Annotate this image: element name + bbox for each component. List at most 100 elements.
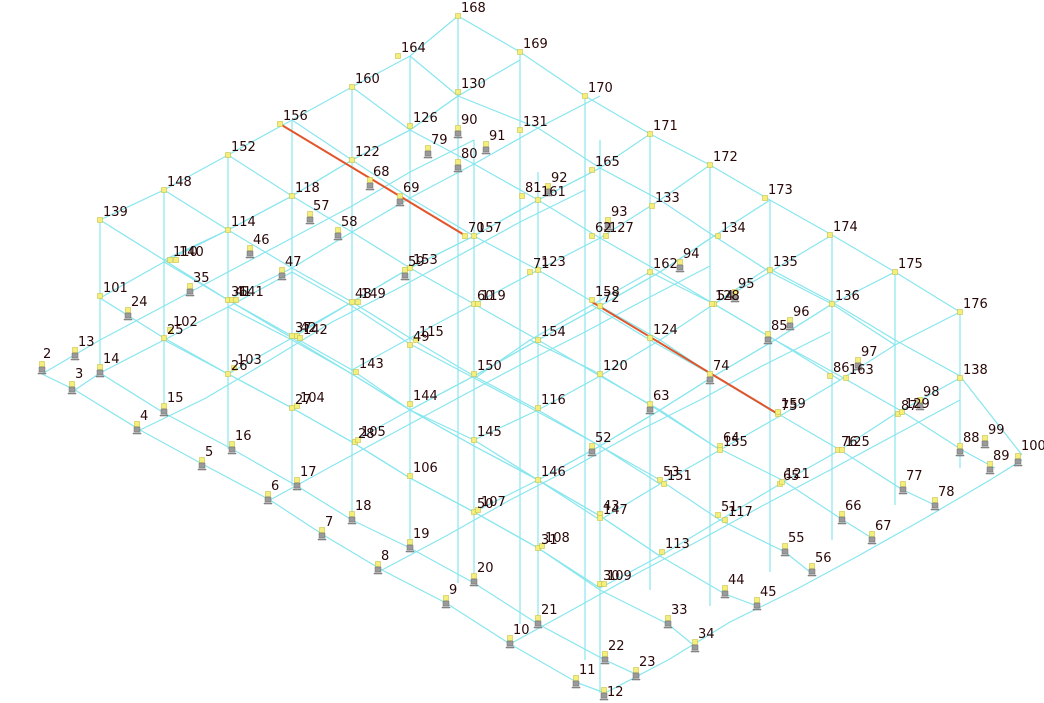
node-marker-icon[interactable] <box>294 477 300 483</box>
node-marker-icon[interactable] <box>829 301 835 307</box>
node-marker-icon[interactable] <box>319 527 325 533</box>
node-marker-icon[interactable] <box>603 233 609 239</box>
node-marker-icon[interactable] <box>134 421 140 427</box>
ground-line[interactable] <box>269 265 711 501</box>
node-marker-icon[interactable] <box>787 317 793 323</box>
node-marker-icon[interactable] <box>767 267 773 273</box>
node-marker-icon[interactable] <box>535 337 541 343</box>
node-marker-icon[interactable] <box>471 371 477 377</box>
ground-line[interactable] <box>163 306 758 607</box>
fixed-support-icon[interactable] <box>600 656 610 665</box>
node-marker-icon[interactable] <box>535 477 541 483</box>
fixed-support-icon[interactable] <box>95 369 105 378</box>
fixed-support-icon[interactable] <box>985 466 995 475</box>
node-marker-icon[interactable] <box>633 667 639 673</box>
ground-line[interactable] <box>604 459 1023 694</box>
node-marker-icon[interactable] <box>455 159 461 165</box>
fixed-support-icon[interactable] <box>481 146 491 155</box>
node-marker-icon[interactable] <box>539 543 545 549</box>
fixed-support-icon[interactable] <box>955 448 965 457</box>
ground-line[interactable] <box>591 271 996 469</box>
fixed-support-icon[interactable] <box>587 448 597 457</box>
node-marker-icon[interactable] <box>545 183 551 189</box>
ground-line[interactable] <box>41 139 475 375</box>
fixed-support-icon[interactable] <box>197 462 207 471</box>
node-marker-icon[interactable] <box>407 265 413 271</box>
node-marker-icon[interactable] <box>647 401 653 407</box>
fixed-support-icon[interactable] <box>159 408 169 417</box>
node-marker-icon[interactable] <box>601 581 607 587</box>
fixed-support-icon[interactable] <box>631 672 641 681</box>
node-marker-icon[interactable] <box>665 615 671 621</box>
node-marker-icon[interactable] <box>917 397 923 403</box>
fixed-support-icon[interactable] <box>763 336 773 345</box>
fixed-support-icon[interactable] <box>690 644 700 653</box>
node-marker-icon[interactable] <box>407 539 413 545</box>
node-marker-icon[interactable] <box>471 233 477 239</box>
node-marker-icon[interactable] <box>839 447 845 453</box>
node-marker-icon[interactable] <box>839 511 845 517</box>
node-marker-icon[interactable] <box>659 549 665 555</box>
node-marker-icon[interactable] <box>765 331 771 337</box>
node-marker-icon[interactable] <box>597 515 603 521</box>
node-marker-icon[interactable] <box>161 335 167 341</box>
node-marker-icon[interactable] <box>715 233 721 239</box>
fixed-support-icon[interactable] <box>930 502 940 511</box>
node-marker-icon[interactable] <box>779 479 785 485</box>
node-marker-icon[interactable] <box>475 507 481 513</box>
node-marker-icon[interactable] <box>722 517 728 523</box>
fixed-support-icon[interactable] <box>245 250 255 259</box>
fixed-support-icon[interactable] <box>67 386 77 395</box>
node-marker-icon[interactable] <box>707 371 713 377</box>
fixed-support-icon[interactable] <box>599 692 609 701</box>
node-marker-icon[interactable] <box>932 497 938 503</box>
node-marker-icon[interactable] <box>125 307 131 313</box>
node-marker-icon[interactable] <box>367 177 373 183</box>
node-marker-icon[interactable] <box>722 585 728 591</box>
node-marker-icon[interactable] <box>462 233 468 239</box>
roof-line[interactable] <box>409 55 896 346</box>
fixed-support-icon[interactable] <box>305 216 315 225</box>
fixed-support-icon[interactable] <box>400 272 410 281</box>
node-marker-icon[interactable] <box>413 337 419 343</box>
node-marker-icon[interactable] <box>507 635 513 641</box>
node-marker-icon[interactable] <box>605 217 611 223</box>
node-marker-icon[interactable] <box>402 267 408 273</box>
fixed-support-icon[interactable] <box>185 288 195 297</box>
fixed-support-icon[interactable] <box>980 440 990 449</box>
fixed-support-icon[interactable] <box>752 602 762 611</box>
node-marker-icon[interactable] <box>483 141 489 147</box>
node-marker-icon[interactable] <box>869 531 875 537</box>
node-marker-icon[interactable] <box>475 301 481 307</box>
node-marker-icon[interactable] <box>601 687 607 693</box>
ground-line[interactable] <box>713 267 1023 456</box>
node-marker-icon[interactable] <box>661 481 667 487</box>
node-marker-icon[interactable] <box>294 403 300 409</box>
node-marker-icon[interactable] <box>231 365 237 371</box>
node-marker-icon[interactable] <box>677 259 683 265</box>
node-marker-icon[interactable] <box>602 651 608 657</box>
fixed-support-icon[interactable] <box>853 362 863 371</box>
node-marker-icon[interactable] <box>582 93 588 99</box>
node-marker-icon[interactable] <box>843 375 849 381</box>
fixed-support-icon[interactable] <box>395 198 405 207</box>
node-marker-icon[interactable] <box>407 401 413 407</box>
node-marker-icon[interactable] <box>709 301 715 307</box>
node-marker-icon[interactable] <box>97 293 103 299</box>
fixed-support-icon[interactable] <box>730 294 740 303</box>
fixed-support-icon[interactable] <box>837 516 847 525</box>
node-marker-icon[interactable] <box>535 267 541 273</box>
fixed-support-icon[interactable] <box>453 164 463 173</box>
node-marker-icon[interactable] <box>715 512 721 518</box>
node-marker-icon[interactable] <box>353 369 359 375</box>
node-marker-icon[interactable] <box>375 561 381 567</box>
node-marker-icon[interactable] <box>425 145 431 151</box>
node-marker-icon[interactable] <box>69 381 75 387</box>
node-marker-icon[interactable] <box>589 443 595 449</box>
ground-line[interactable] <box>381 331 831 571</box>
node-marker-icon[interactable] <box>519 193 525 199</box>
fixed-support-icon[interactable] <box>123 312 133 321</box>
roof-line[interactable] <box>99 219 601 521</box>
node-marker-icon[interactable] <box>535 197 541 203</box>
node-marker-icon[interactable] <box>535 405 541 411</box>
